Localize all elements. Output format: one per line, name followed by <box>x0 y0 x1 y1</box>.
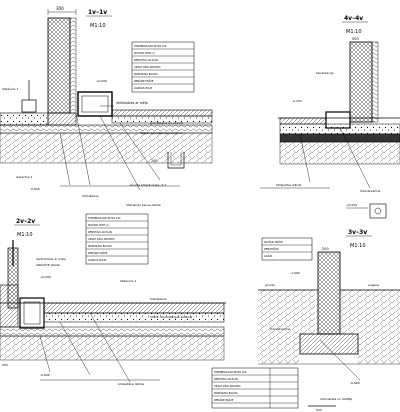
svg-text:500: 500 <box>316 408 322 412</box>
svg-text:ZEMSTĀVS AR PLAN: ZEMSTĀVS AR PLAN <box>88 231 112 234</box>
section-scale: M1:10 <box>346 29 362 35</box>
svg-text:+0,050: +0,050 <box>346 203 357 207</box>
svg-text:Siltināšana: Siltināšana <box>82 194 99 198</box>
svg-text:-0,150: -0,150 <box>292 99 302 103</box>
svg-text:Stāvlaistu kausa izārde: Stāvlaistu kausa izārde <box>126 203 161 207</box>
drain-channel-1 <box>77 91 113 117</box>
svg-text:Vākšums 1: Vākšums 1 <box>2 87 19 91</box>
svg-text:ARKASTE izārde: ARKASTE izārde <box>36 263 60 267</box>
svg-text:ZEMSTRĀVE: ZEMSTRĀVE <box>264 248 279 251</box>
wall-3 <box>317 251 341 335</box>
section-scale: M1:10 <box>17 232 33 238</box>
svg-text:-0,600: -0,600 <box>40 373 50 377</box>
svg-text:ZEMSTĀVS AR PLAN: ZEMSTĀVS AR PLAN <box>214 378 238 381</box>
svg-text:Siltināšana: Siltināšana <box>150 297 167 301</box>
svg-text:250: 250 <box>2 363 8 367</box>
svg-text:grunts: grunts <box>265 283 275 287</box>
svg-text:-0,600: -0,600 <box>350 381 360 385</box>
svg-text:LIGZDAS POLIP: LIGZDAS POLIP <box>134 87 153 90</box>
dim-label: 200 <box>151 159 157 163</box>
svg-text:TERMINKOLOAR SE NO 100: TERMINKOLOAR SE NO 100 <box>214 371 247 374</box>
section-title: 3v–3v <box>348 229 367 236</box>
svg-text:TERMINKOLOAR SE NO 100: TERMINKOLOAR SE NO 100 <box>88 217 121 220</box>
section-scale: M1:10 <box>350 243 366 249</box>
svg-text:500: 500 <box>352 37 359 41</box>
spec-table-2: TERMINKOLOAR SE NO 100 SILTUMS CERT (c) … <box>85 213 149 265</box>
svg-text:NOSEGUMA BALSTA: NOSEGUMA BALSTA <box>134 73 158 76</box>
svg-text:-0,600: -0,600 <box>30 187 40 191</box>
svg-text:ZEMĀKIE PRĀZE: ZEMĀKIE PRĀZE <box>88 252 108 255</box>
svg-text:SILTUMS CERT (c): SILTUMS CERT (c) <box>134 52 155 55</box>
svg-text:Stāvīt. kanalizācijas sistēma: Stāvīt. kanalizācijas sistēma <box>150 315 193 319</box>
svg-text:Űdenstvertne: Űdenstvertne <box>270 326 291 331</box>
spec-table-4: TERMINKOLOAR SE NO 100 ZEMSTĀVS AR PLAN … <box>211 367 299 409</box>
svg-text:+0,000: +0,000 <box>40 275 51 279</box>
svg-text:Ietvertne 1: Ietvertne 1 <box>16 175 33 179</box>
svg-text:Vertkiodzes ar mēļa: Vertkiodzes ar mēļa <box>116 101 148 105</box>
svg-text:UZSLIT PĀRL KOKVIDS: UZSLIT PĀRL KOKVIDS <box>134 66 161 69</box>
wall-1 <box>47 17 71 114</box>
svg-text:NOSEGUMA BALSTA: NOSEGUMA BALSTA <box>88 245 112 248</box>
svg-text:Stāvīt. kanalizācijas sistēma: Stāvīt. kanalizācijas sistēma <box>140 131 183 135</box>
svg-text:UZSLIT PĀRL KOKVIDS: UZSLIT PĀRL KOKVIDS <box>88 238 115 241</box>
section-scale: M1:10 <box>90 23 106 29</box>
section-title: 4v–4v <box>344 15 363 22</box>
svg-text:ZEMĀKIE PRĀZE: ZEMĀKIE PRĀZE <box>214 399 234 402</box>
svg-text:-1,000: -1,000 <box>290 271 300 275</box>
section-title: 2v–2v <box>16 218 35 225</box>
wall-4 <box>349 41 373 123</box>
svg-text:Vertkiodzes ar mēļa: Vertkiodzes ar mēļa <box>36 257 66 261</box>
svg-text:augsne: augsne <box>368 283 379 287</box>
svg-text:kanalizacija: kanalizacija <box>316 71 334 75</box>
svg-text:UZSLIT PĀRL KOKVIDS: UZSLIT PĀRL KOKVIDS <box>214 385 241 388</box>
section-1: 300 200 1v–1v M1:10 <box>0 6 213 207</box>
svg-text:mērvienbā un rādītāji: mērvienbā un rādītāji <box>320 397 352 401</box>
svg-text:Strāpstīve izārde: Strāpstīve izārde <box>276 183 302 187</box>
svg-text:LIGZDAS POLIP: LIGZDAS POLIP <box>88 259 107 262</box>
svg-text:strāpstēve izārde: strāpstēve izārde <box>118 382 144 386</box>
svg-text:Grunts strāvā maks. 0,7: Grunts strāvā maks. 0,7 <box>130 183 166 187</box>
spec-table-3: SILTĀVJU PRĀVE ZEMSTRĀVE LIGĀTA <box>261 237 313 261</box>
svg-text:Vākšums 1: Vākšums 1 <box>120 279 137 283</box>
svg-text:Űdenstvertne: Űdenstvertne <box>360 188 381 193</box>
section-3: 3v–3v M1:10 SILTĀVJU PRĀVE ZEMSTRĀVE LIG… <box>211 229 400 412</box>
section-title: 1v–1v <box>88 9 107 16</box>
dim-label: 300 <box>56 6 64 11</box>
drain-channel-2 <box>19 297 45 329</box>
section-4: 4v–4v M1:10 500 -0,150 kanalizacija Strā… <box>260 15 400 219</box>
section-2: 2v–2v M1:10 TERMINKOLOAR SE NO 100 SILTU… <box>0 213 226 386</box>
svg-text:LIGĀTA: LIGĀTA <box>264 255 273 258</box>
svg-text:SILTĀVJU PRĀVE: SILTĀVJU PRĀVE <box>264 241 283 244</box>
svg-text:gruntēšana un virsma: gruntēšana un virsma <box>150 121 183 125</box>
svg-text:SILTUMS CERT (c): SILTUMS CERT (c) <box>88 224 109 227</box>
svg-text:TERMINKOLOAR SE NO 100: TERMINKOLOAR SE NO 100 <box>134 45 167 48</box>
svg-text:ZEMSTĀVS AR PLAN: ZEMSTĀVS AR PLAN <box>134 59 158 62</box>
svg-text:+0,000: +0,000 <box>96 79 107 83</box>
svg-text:200: 200 <box>322 247 329 251</box>
svg-text:NOSEGUMA BALSTA: NOSEGUMA BALSTA <box>214 392 238 395</box>
spec-table-1: TERMINKOLOAR SE NO 100 SILTUMS CERT (c) … <box>131 41 195 93</box>
svg-text:ZEMĀKIE PRĀZE: ZEMĀKIE PRĀZE <box>134 80 154 83</box>
